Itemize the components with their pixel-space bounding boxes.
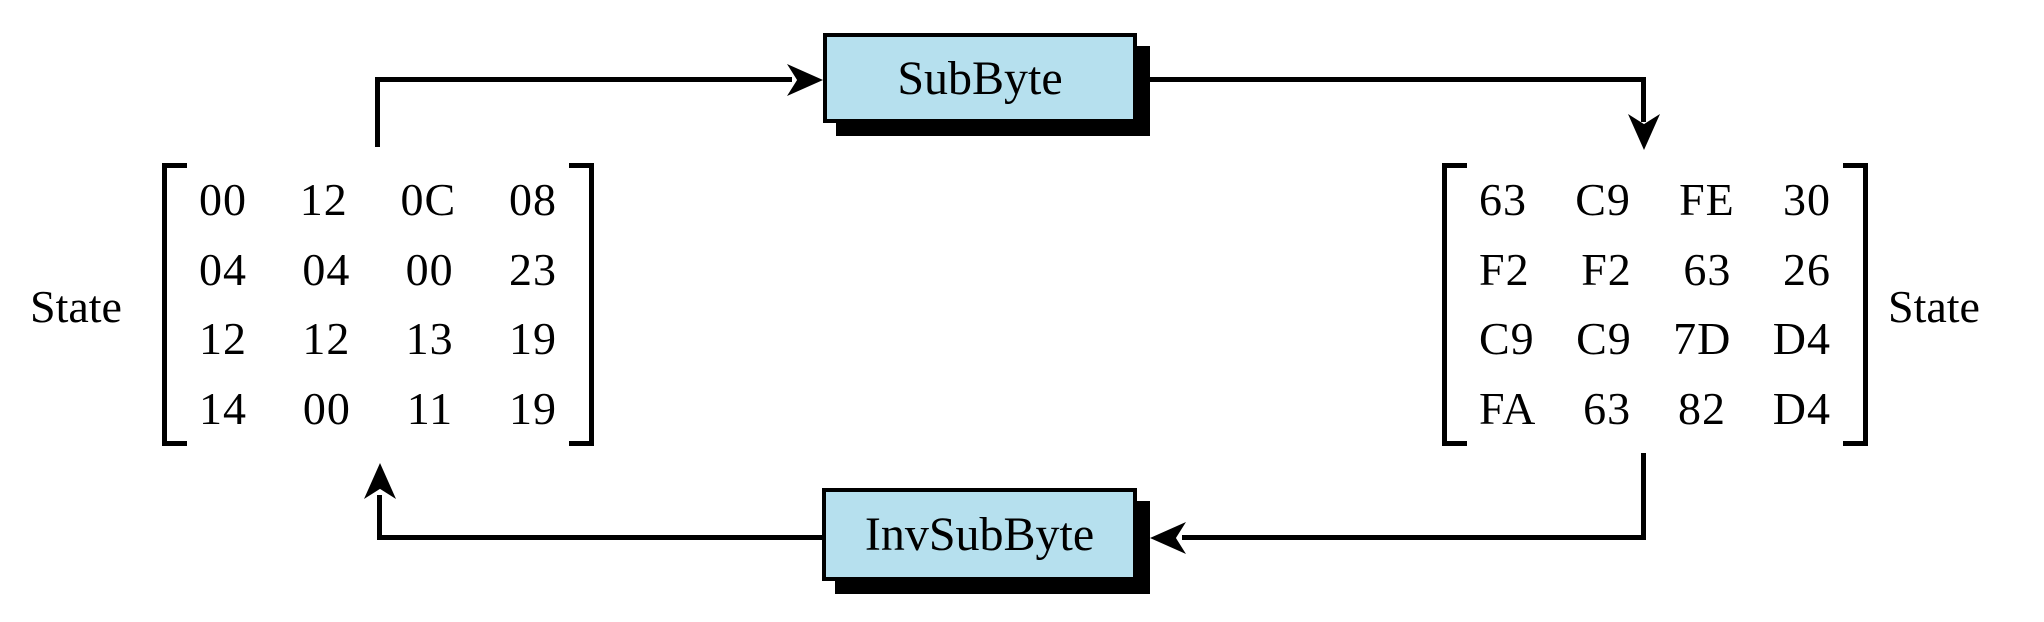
matrix-cell: 12 [302, 313, 351, 365]
matrix-cell: F2 [1479, 243, 1530, 295]
matrix-cell: FE [1679, 173, 1735, 225]
matrix-cell: F2 [1581, 243, 1632, 295]
matrix-row: F2 F2 63 26 [1471, 235, 1839, 305]
matrix-row: 14 00 11 19 [191, 374, 565, 444]
matrix-cell: C9 [1479, 313, 1535, 365]
arrow-state-to-invsubbyte-horizontal [1182, 535, 1646, 540]
matrix-cell: 26 [1782, 243, 1831, 295]
arrow-subbyte-to-state-vertical [1641, 77, 1646, 122]
matrix-cell: 13 [405, 313, 454, 365]
matrix-cell: 08 [508, 173, 557, 225]
right-matrix-close-bracket [1843, 163, 1868, 446]
matrix-cell: 00 [405, 243, 454, 295]
left-matrix-cells: 00 12 0C 08 04 04 00 23 12 12 13 19 14 00 11 19 [187, 163, 569, 446]
matrix-cell: D4 [1772, 313, 1831, 365]
matrix-cell: 23 [508, 243, 557, 295]
right-matrix-open-bracket [1442, 163, 1467, 446]
subbyte-box: SubByte [823, 33, 1137, 123]
arrow-state-to-subbyte-vertical [375, 79, 380, 147]
matrix-cell: C9 [1576, 313, 1632, 365]
matrix-cell: 30 [1782, 173, 1831, 225]
invsubbyte-box: InvSubByte [822, 488, 1137, 581]
matrix-cell: 00 [302, 383, 351, 435]
arrow-subbyte-to-state-horizontal [1140, 77, 1646, 82]
arrow-state-to-subbyte-horizontal [375, 77, 792, 82]
matrix-cell: 63 [1583, 383, 1632, 435]
arrow-state-to-invsubbyte-vertical [1641, 453, 1646, 540]
arrow-invsubbyte-to-state-vertical [377, 495, 382, 540]
matrix-cell: 63 [1683, 243, 1732, 295]
matrix-cell: 04 [302, 243, 351, 295]
invsubbyte-box-label: InvSubByte [864, 508, 1095, 561]
matrix-cell: 0C [400, 173, 457, 225]
matrix-row: 63 C9 FE 30 [1471, 165, 1839, 235]
matrix-cell: 11 [406, 383, 454, 435]
arrowhead-into-left-state-icon [364, 463, 396, 499]
matrix-cell: 19 [508, 383, 557, 435]
arrowhead-into-subbyte-icon [787, 64, 823, 96]
matrix-row: C9 C9 7D D4 [1471, 305, 1839, 375]
left-matrix-close-bracket [569, 163, 594, 446]
matrix-cell: 12 [199, 313, 247, 365]
matrix-row: 12 12 13 19 [191, 305, 565, 375]
left-state-label: State [30, 281, 122, 332]
matrix-cell: C9 [1575, 173, 1631, 225]
matrix-cell: 12 [299, 173, 348, 225]
arrowhead-into-invsubbyte-icon [1150, 522, 1186, 554]
matrix-cell: D4 [1772, 383, 1831, 435]
left-state-matrix: 00 12 0C 08 04 04 00 23 12 12 13 19 14 00 11 19 [162, 163, 594, 446]
matrix-cell: 82 [1677, 383, 1726, 435]
matrix-cell: FA [1479, 383, 1537, 435]
matrix-cell: 04 [199, 243, 247, 295]
matrix-row: 04 04 00 23 [191, 235, 565, 305]
right-state-label: State [1888, 281, 1980, 332]
matrix-cell: 14 [199, 383, 247, 435]
matrix-cell: 63 [1479, 173, 1527, 225]
matrix-row: FA 63 82 D4 [1471, 374, 1839, 444]
left-matrix-open-bracket [162, 163, 187, 446]
subbyte-box-label: SubByte [897, 51, 1063, 105]
matrix-cell: 7D [1673, 313, 1732, 365]
arrow-invsubbyte-to-state-horizontal [377, 535, 822, 540]
matrix-row: 00 12 0C 08 [191, 165, 565, 235]
matrix-cell: 19 [508, 313, 557, 365]
matrix-cell: 00 [199, 173, 247, 225]
